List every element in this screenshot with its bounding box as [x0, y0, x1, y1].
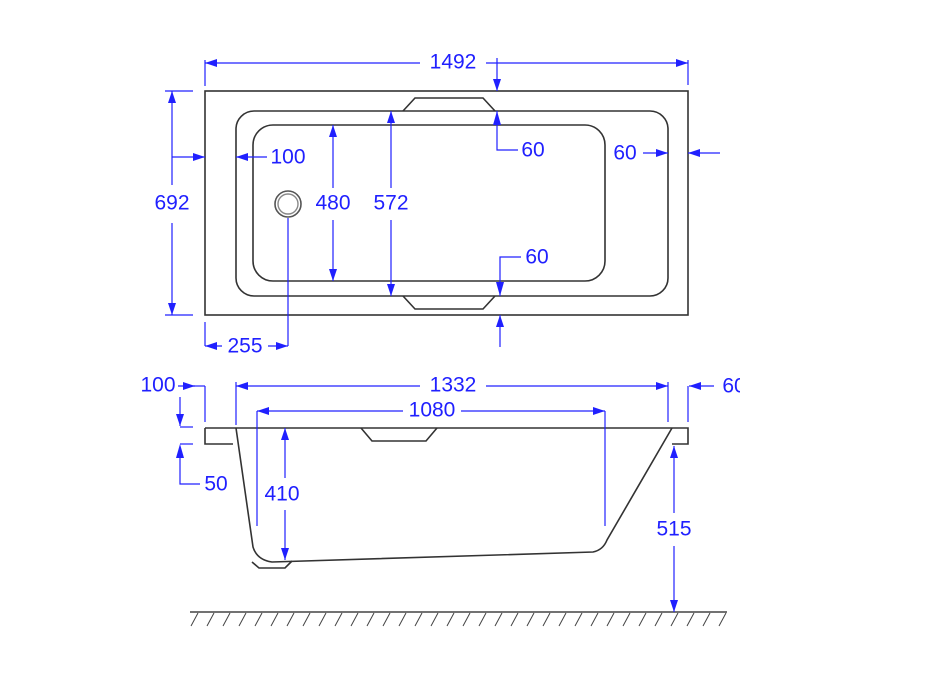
dim-1080: 1080	[409, 399, 456, 422]
headrest-bottom	[402, 295, 496, 310]
drain-icon	[274, 190, 302, 218]
hatch-mark	[286, 612, 295, 627]
hatch-mark	[622, 612, 631, 627]
hatch-mark	[254, 612, 263, 627]
hatch-mark	[558, 612, 567, 627]
hatch-mark	[542, 612, 551, 627]
floor-hatch	[190, 612, 727, 627]
dim-60-top: 60	[521, 139, 544, 162]
hatch-mark	[526, 612, 535, 627]
dim-60-bottom: 60	[525, 246, 548, 269]
top-view	[204, 90, 689, 316]
dim-572: 572	[373, 192, 408, 215]
hatch-mark	[574, 612, 583, 627]
side-dimensions: 1332 1080 100 50 410 515 60	[140, 374, 745, 612]
drain-foot	[251, 560, 293, 569]
hatch-mark	[222, 612, 231, 627]
hatch-mark	[686, 612, 695, 627]
hatch-mark	[382, 612, 391, 627]
dim-515: 515	[656, 518, 691, 541]
hatch-mark	[446, 612, 455, 627]
side-view	[190, 427, 727, 627]
hatch-mark	[654, 612, 663, 627]
hatch-mark	[270, 612, 279, 627]
dim-100-side: 100	[140, 374, 175, 397]
hatch-mark	[398, 612, 407, 627]
hatch-mark	[670, 612, 679, 627]
outer-rim	[204, 90, 689, 316]
headrest-side	[360, 427, 438, 442]
basin	[252, 124, 606, 282]
hatch-mark	[462, 612, 471, 627]
tub-body	[235, 427, 673, 563]
dim-255: 255	[227, 335, 262, 358]
inner-rim	[235, 110, 669, 297]
dim-692: 692	[154, 192, 189, 215]
hatch-mark	[238, 612, 247, 627]
dim-1332: 1332	[430, 374, 477, 397]
dim-60-right: 60	[613, 142, 636, 165]
hatch-mark	[718, 612, 727, 627]
headrest-top	[402, 97, 496, 112]
hatch-mark	[510, 612, 519, 627]
hatch-mark	[430, 612, 439, 627]
hatch-mark	[494, 612, 503, 627]
dim-50: 50	[204, 473, 227, 496]
hatch-mark	[318, 612, 327, 627]
hatch-mark	[206, 612, 215, 627]
hatch-mark	[590, 612, 599, 627]
dim-100-top: 100	[270, 146, 305, 169]
rim-profile	[204, 427, 689, 445]
dim-1492: 1492	[430, 51, 477, 74]
hatch-mark	[478, 612, 487, 627]
hatch-mark	[190, 612, 199, 627]
hatch-mark	[606, 612, 615, 627]
hatch-mark	[366, 612, 375, 627]
hatch-mark	[334, 612, 343, 627]
hatch-mark	[414, 612, 423, 627]
dim-60-side: 60	[722, 375, 745, 398]
dim-410: 410	[264, 483, 299, 506]
hatch-mark	[302, 612, 311, 627]
top-dimensions: 1492 692 100 480 572 60 60 60	[154, 51, 720, 358]
dim-480: 480	[315, 192, 350, 215]
hatch-mark	[638, 612, 647, 627]
hatch-mark	[702, 612, 711, 627]
hatch-mark	[350, 612, 359, 627]
